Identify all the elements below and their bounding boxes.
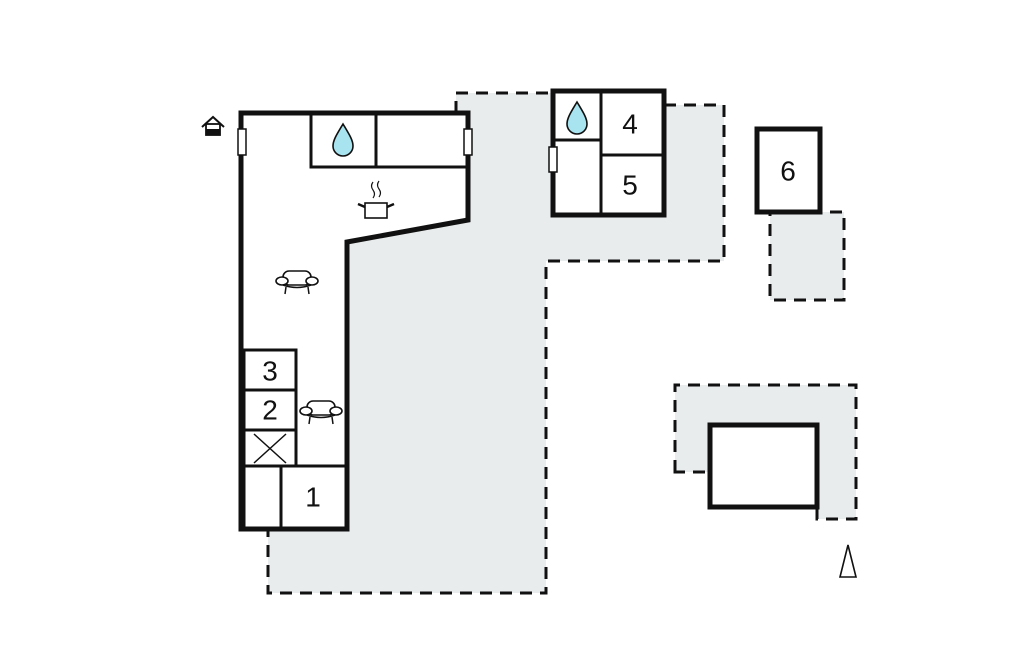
- cross-icon: [253, 433, 287, 464]
- room-label: 6: [780, 156, 796, 187]
- room-label: 2: [262, 395, 278, 426]
- sofa-icon: [275, 270, 319, 295]
- window-icon: [548, 146, 558, 173]
- north-arrow-icon: [838, 544, 858, 578]
- water-drop-icon: [332, 122, 354, 157]
- terrace-annex-6: [768, 210, 846, 302]
- room-label: 4: [622, 109, 638, 140]
- annex-building-4-5: [550, 88, 667, 218]
- annex-building-lounge: [707, 422, 820, 510]
- room-label: 3: [262, 356, 278, 387]
- annex-building-6: [754, 126, 823, 215]
- bottom-block: [242, 464, 349, 531]
- window-icon: [463, 128, 473, 156]
- water-drop-icon: [566, 100, 588, 135]
- window-icon: [237, 128, 247, 156]
- room-label: 5: [622, 170, 638, 201]
- cooking-pot-icon: [357, 180, 395, 219]
- entrance-house-icon: [201, 115, 225, 136]
- room-label: 1: [305, 482, 321, 513]
